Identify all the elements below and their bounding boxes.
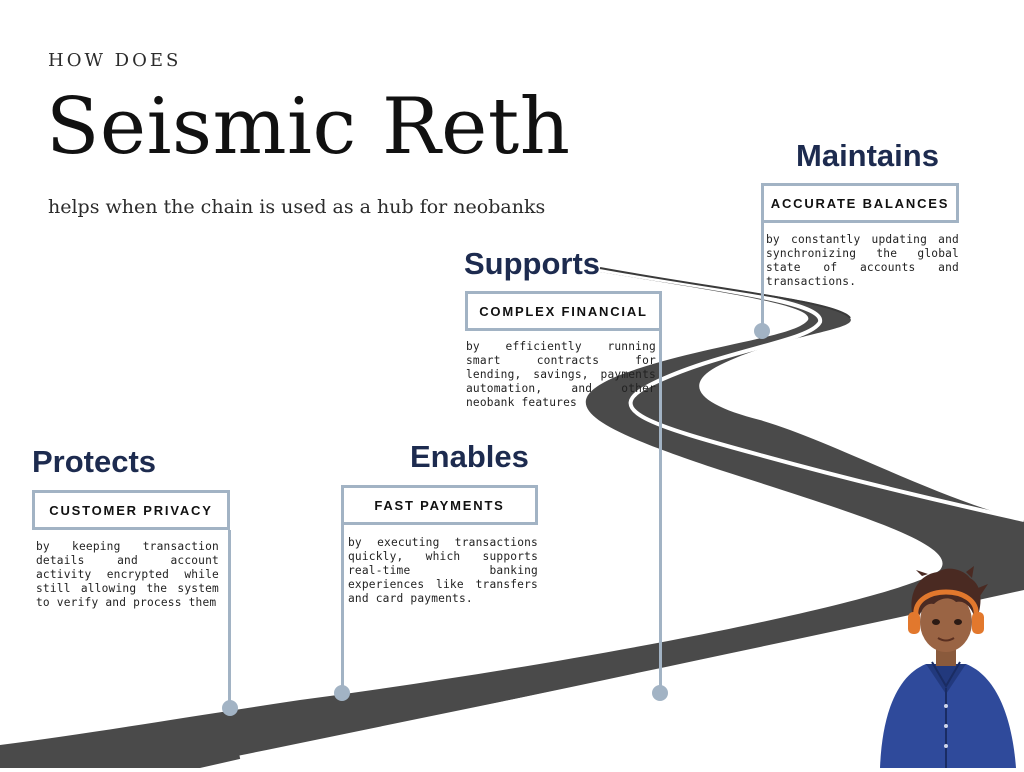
milestone-dot-protects [222,700,238,716]
milestone-connector-enables [341,525,344,690]
milestone-box-supports: COMPLEX FINANCIAL [465,291,662,331]
milestone-description-maintains: by constantly updating and synchronizing… [766,233,959,288]
milestone-box-maintains: ACCURATE BALANCES [761,183,959,223]
milestone-box-label: ACCURATE BALANCES [770,195,950,211]
milestone-heading-maintains: Maintains [796,138,939,173]
road-surface [0,268,1024,768]
page-title: Seismic Reth [46,82,571,172]
character-illustration [866,566,1024,768]
milestone-description-supports: by efficiently running smart contracts f… [466,340,656,409]
milestone-heading-enables: Enables [410,439,529,474]
milestone-connector-protects [228,530,231,705]
milestone-connector-supports [659,331,662,691]
milestone-connector-maintains [761,223,764,328]
milestone-box-enables: FAST PAYMENTS [341,485,538,525]
milestone-box-protects: CUSTOMER PRIVACY [32,490,230,530]
milestone-box-label: FAST PAYMENTS [374,497,505,513]
milestone-heading-protects: Protects [32,444,157,479]
milestone-description-enables: by executing transactions quickly, which… [348,536,538,605]
eyebrow-text: HOW DOES [48,50,182,71]
page-subtitle: helps when the chain is used as a hub fo… [48,196,546,218]
road-center-marking [599,268,1024,522]
milestone-dot-enables [334,685,350,701]
milestone-box-label: COMPLEX FINANCIAL [479,303,648,319]
milestone-heading-supports: Supports [464,246,601,281]
milestone-dot-maintains [754,323,770,339]
milestone-box-label: CUSTOMER PRIVACY [49,502,213,518]
milestone-dot-supports [652,685,668,701]
milestone-description-protects: by keeping transaction details and accou… [36,540,219,609]
